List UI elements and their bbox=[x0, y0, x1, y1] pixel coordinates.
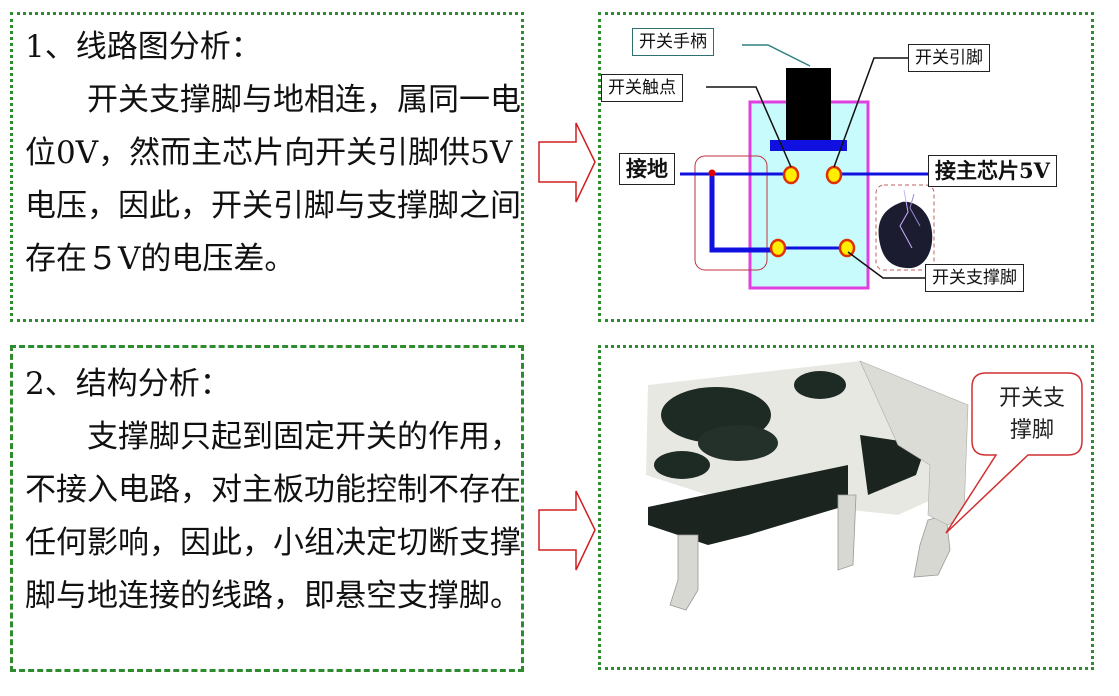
section1-text-panel: 1、线路图分析： 开关支撑脚与地相连，属同一电位0V，然而主芯片向开关引脚供5V… bbox=[10, 12, 524, 322]
label-switch-pin: 开关引脚 bbox=[908, 44, 990, 72]
section2-body: 支撑脚只起到固定开关的作用，不接入电路，对主板功能控制不存在任何影响，因此，小组… bbox=[25, 419, 521, 614]
switch-plate bbox=[770, 140, 847, 151]
label-chip-5v: 接主芯片5V bbox=[928, 155, 1057, 187]
section2-heading: 2、结构分析： bbox=[25, 366, 231, 402]
label-support-leg: 开关支撑脚 bbox=[925, 264, 1024, 292]
ground-highlight bbox=[694, 155, 768, 271]
callout-support-leg: 开关支 撑脚 bbox=[980, 383, 1084, 447]
callout-line-2: 撑脚 bbox=[1009, 418, 1054, 443]
circuit-diagram bbox=[680, 44, 938, 290]
switch-photo bbox=[646, 360, 1083, 611]
section2-text-panel: 2、结构分析： 支撑脚只起到固定开关的作用，不接入电路，对主板功能控制不存在任何… bbox=[10, 345, 524, 672]
label-ground: 接地 bbox=[619, 153, 675, 185]
switch-handle bbox=[786, 68, 831, 140]
right-arrow-icon bbox=[538, 490, 596, 571]
right-arrow-icon bbox=[538, 122, 596, 203]
label-switch-contact: 开关触点 bbox=[601, 74, 683, 102]
callout-line-1: 开关支 bbox=[998, 386, 1065, 411]
section1-heading: 1、线路图分析： bbox=[25, 29, 262, 65]
section1-body: 开关支撑脚与地相连，属同一电位0V，然而主芯片向开关引脚供5V电压，因此，开关引… bbox=[25, 82, 521, 277]
label-switch-handle: 开关手柄 bbox=[632, 28, 714, 56]
